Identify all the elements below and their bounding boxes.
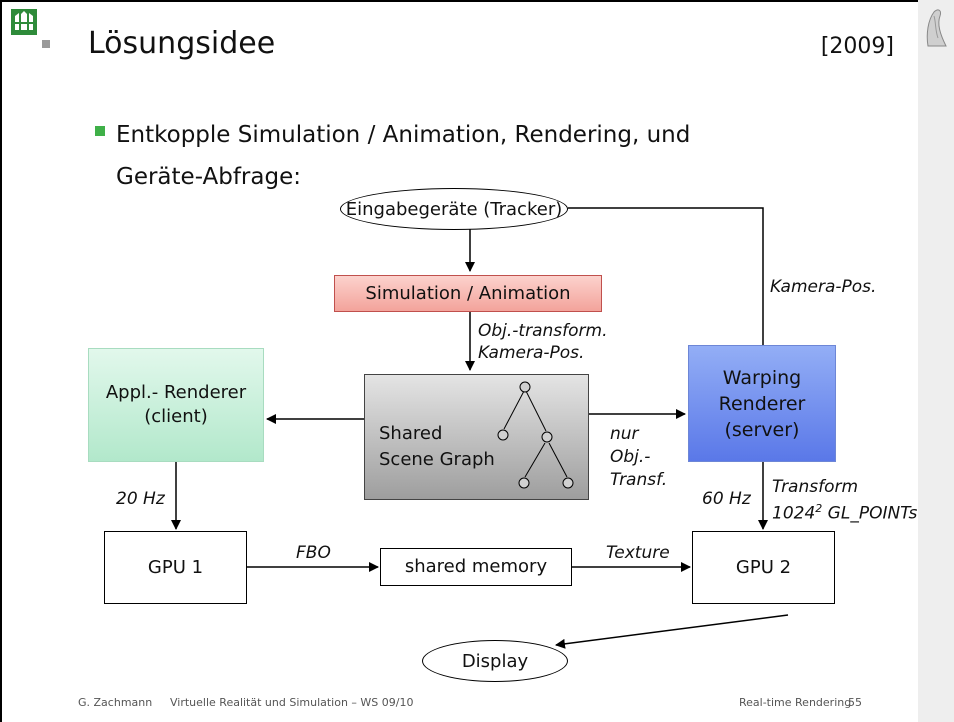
right-sidebar xyxy=(918,0,954,722)
label-points-base: 1024 xyxy=(772,503,816,524)
bullet-text: Entkopple Simulation / Animation, Render… xyxy=(116,122,691,190)
footer-course: Virtuelle Realität und Simulation – WS 0… xyxy=(170,696,414,709)
app-renderer-line2: (client) xyxy=(144,406,208,427)
gpu2-node: GPU 2 xyxy=(692,531,835,604)
footer-author: G. Zachmann xyxy=(78,696,153,709)
logo-square-icon xyxy=(42,40,50,48)
label-60hz: 60 Hz xyxy=(702,489,751,509)
simulation-node: Simulation / Animation xyxy=(334,275,602,312)
footer-page: 55 xyxy=(848,696,862,709)
display-node: Display xyxy=(422,640,568,682)
scene-graph-node: Shared Scene Graph xyxy=(364,374,589,500)
label-nur: nur xyxy=(610,424,639,444)
year-label: [2009] xyxy=(820,34,894,59)
label-points-exp: 2 xyxy=(815,502,823,515)
slide-frame xyxy=(0,0,918,722)
label-points-rest: GL_POINTs xyxy=(822,503,918,524)
scene-graph-line2: Scene Graph xyxy=(379,449,495,470)
label-transf: Transf. xyxy=(610,470,668,490)
warping-line2: Renderer xyxy=(718,392,806,415)
shared-memory-node: shared memory xyxy=(380,548,572,586)
warping-renderer-node: Warping Renderer (server) xyxy=(688,345,836,462)
bullet-icon xyxy=(95,126,105,136)
corner-figure-icon xyxy=(926,9,947,47)
label-transform: Transform xyxy=(772,477,859,497)
scene-graph-line1: Shared xyxy=(379,423,443,444)
warping-line1: Warping xyxy=(722,366,802,389)
app-renderer-line1: Appl.- Renderer xyxy=(105,382,247,403)
input-devices-node: Eingabegeräte (Tracker) xyxy=(340,188,568,230)
gpu1-node: GPU 1 xyxy=(104,531,247,604)
university-logo-icon xyxy=(11,9,37,35)
label-fbo: FBO xyxy=(296,543,331,563)
label-kamera-pos-top: Kamera-Pos. xyxy=(770,277,877,297)
label-texture: Texture xyxy=(606,543,670,563)
label-obj: Obj.- xyxy=(610,447,651,467)
label-20hz: 20 Hz xyxy=(116,489,165,509)
label-gl-points: 10242 GL_POINTs xyxy=(772,498,917,525)
page-title: Lösungsidee xyxy=(88,26,276,61)
warping-line3: (server) xyxy=(724,418,800,441)
tree-icon xyxy=(497,381,574,489)
footer-topic: Real-time Rendering xyxy=(739,696,852,709)
app-renderer-node: Appl.- Renderer (client) xyxy=(88,348,264,462)
label-obj-transform: Obj.-transform. xyxy=(478,321,608,341)
label-kamera-pos-mid: Kamera-Pos. xyxy=(478,343,585,363)
